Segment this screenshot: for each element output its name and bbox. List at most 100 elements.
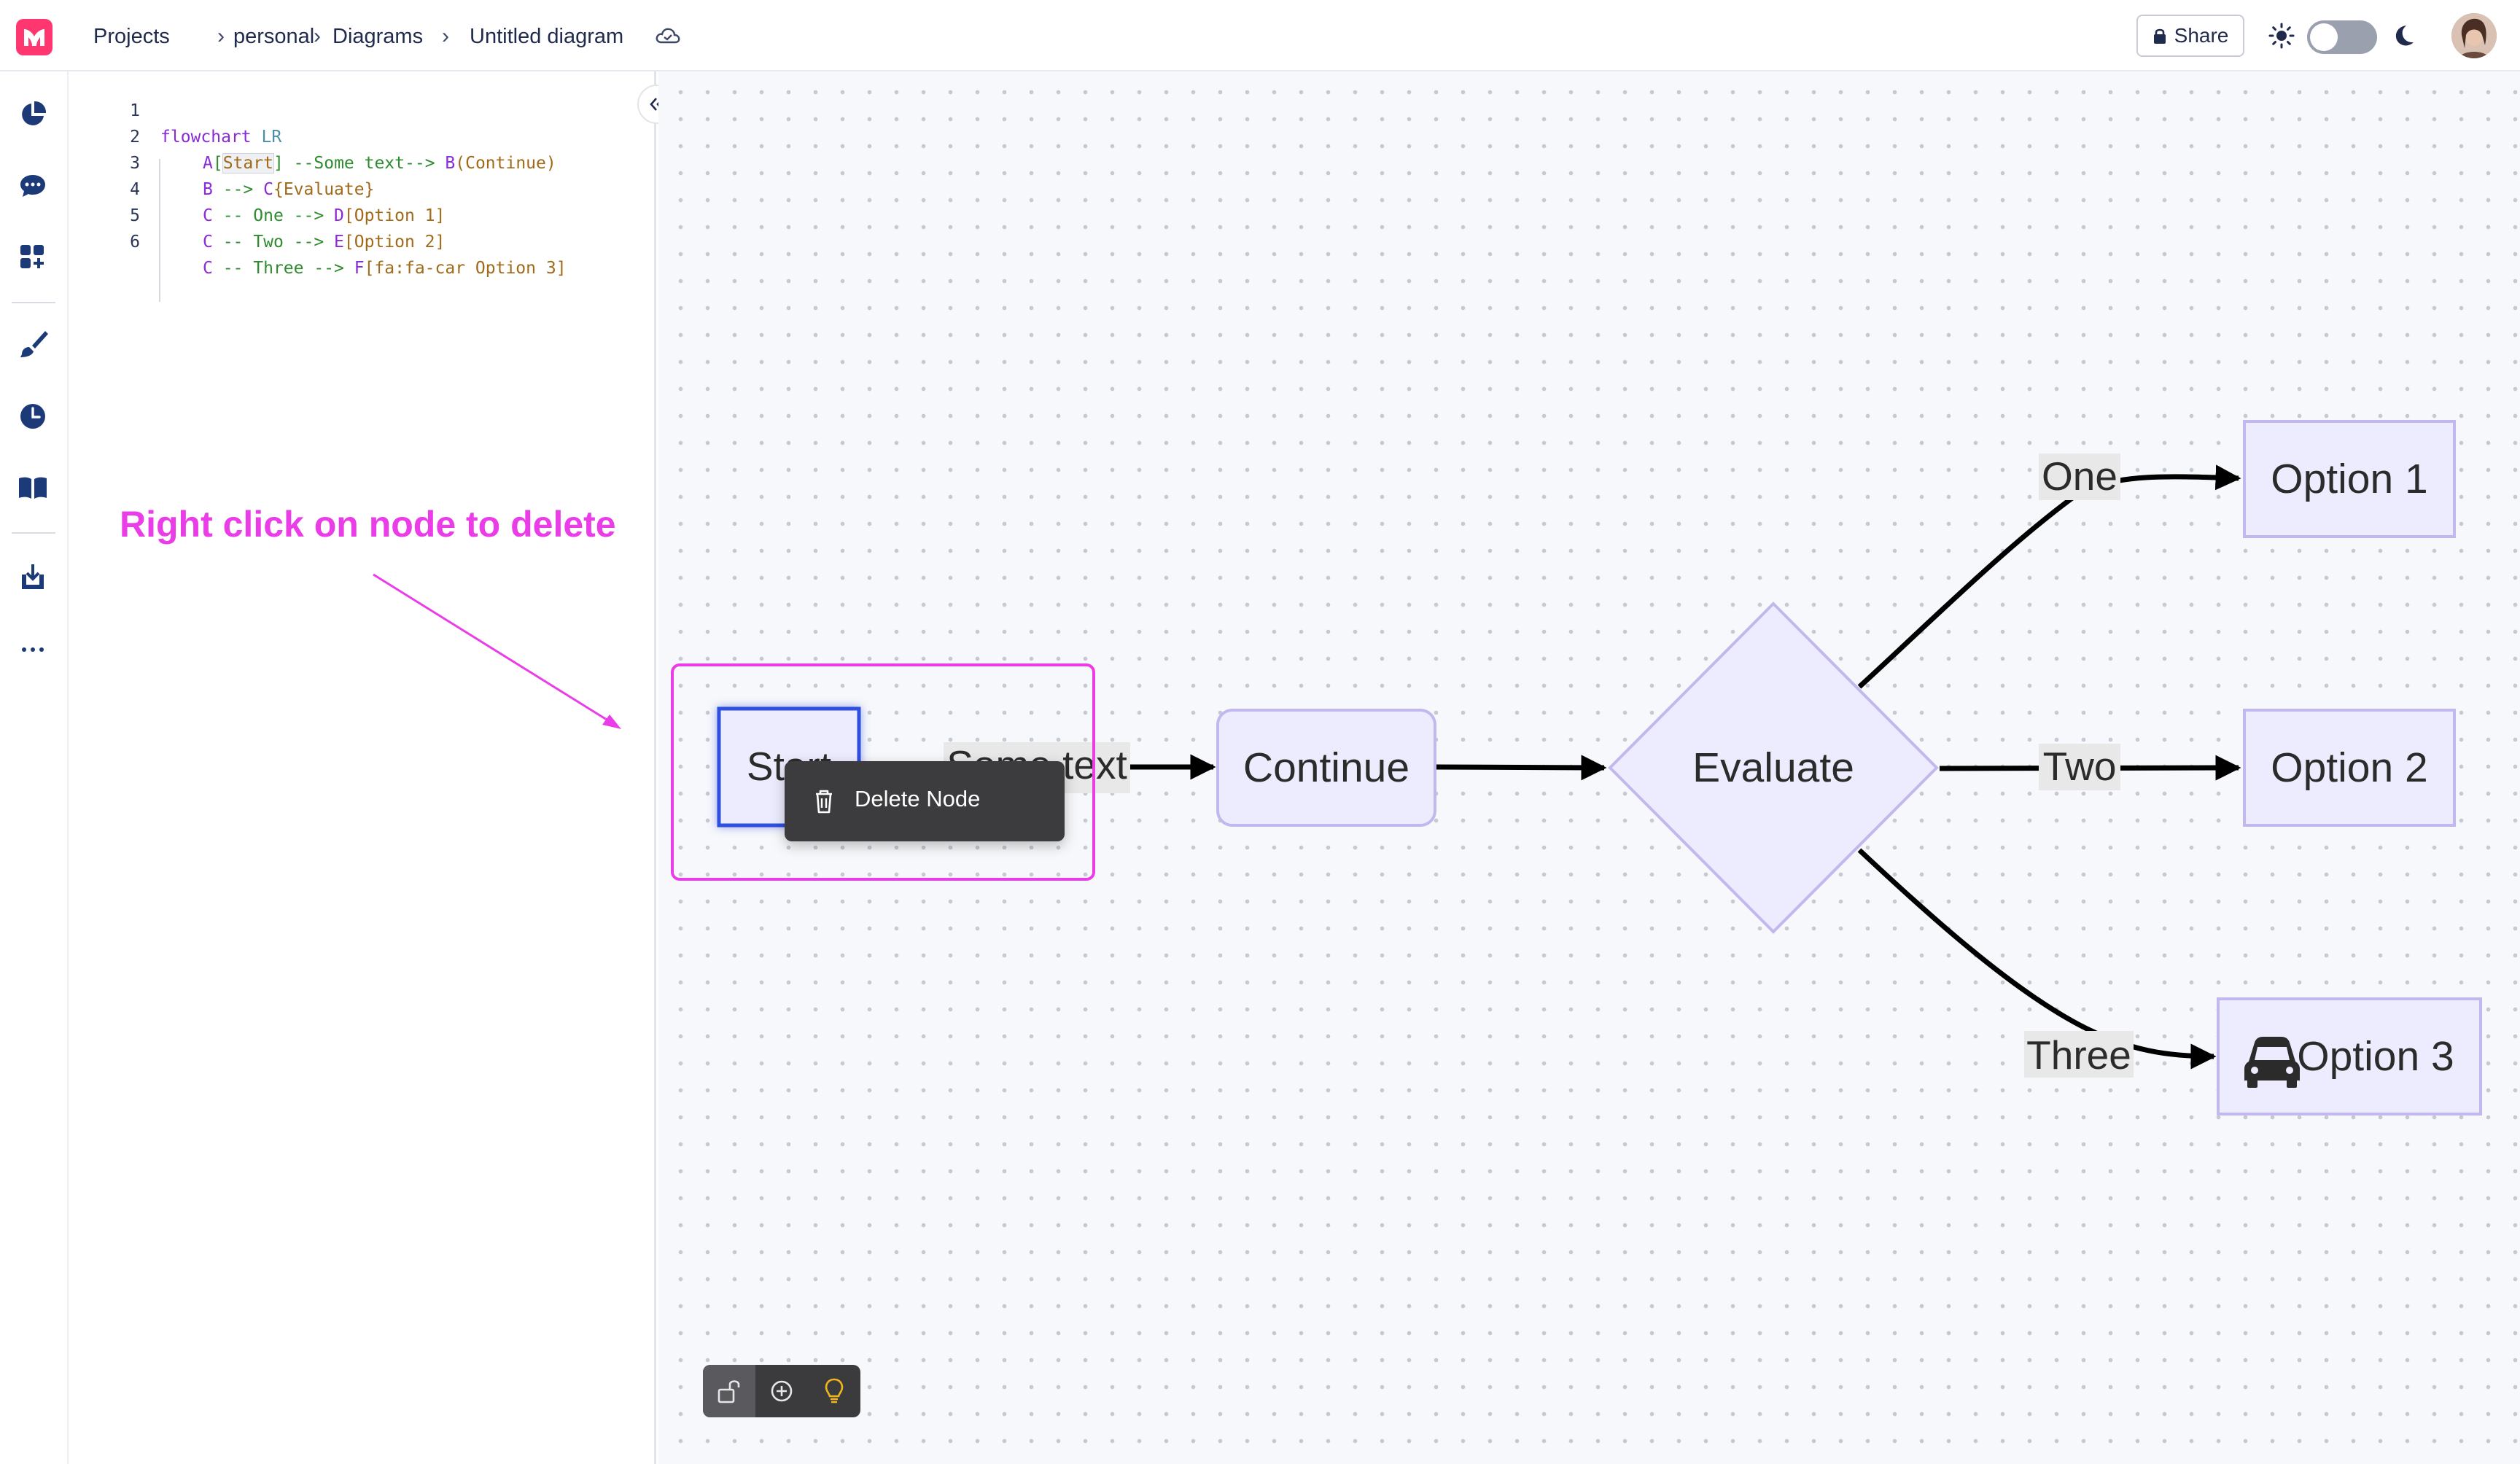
breadcrumb-separator: › <box>442 24 449 48</box>
node-selection-outline <box>671 663 1095 881</box>
mermaid-logo-icon <box>24 29 44 46</box>
code-token: C <box>203 206 213 225</box>
node-label: Evaluate <box>1692 744 1854 791</box>
code-token: F <box>354 259 365 278</box>
delete-node-menu-item[interactable]: Delete Node <box>785 761 1065 841</box>
node-label: Option 2 <box>2271 744 2427 791</box>
code-token: B <box>445 154 456 173</box>
node-option-1[interactable]: Option 1 <box>2243 420 2456 538</box>
share-button[interactable]: Share <box>2136 15 2244 57</box>
delete-node-label: Delete Node <box>855 786 981 811</box>
code-token: -- One --> <box>212 206 335 225</box>
car-icon <box>2244 1037 2300 1088</box>
breadcrumb-separator: › <box>314 24 321 48</box>
sidebar-divider <box>12 532 55 534</box>
code-token: A <box>203 154 213 173</box>
code-token: D <box>334 206 344 225</box>
sun-icon[interactable] <box>2268 22 2295 50</box>
code-line[interactable]: 3 B --> C{Evaluate} <box>69 124 652 199</box>
toggle-knob <box>2310 23 2338 51</box>
annotation-tip: Right click on node to delete <box>120 504 616 545</box>
code-token: E <box>334 233 344 252</box>
code-token: --Some text--> <box>283 154 446 173</box>
theme-toggle[interactable] <box>2307 20 2377 54</box>
user-avatar[interactable] <box>2451 13 2497 58</box>
code-token: B <box>203 180 213 199</box>
line-number: 6 <box>130 233 140 252</box>
node-label: Continue <box>1243 744 1409 791</box>
code-token: {Evaluate} <box>273 180 375 199</box>
history-icon[interactable] <box>16 400 50 433</box>
code-token: [ <box>212 154 223 173</box>
code-token: C <box>263 180 273 199</box>
code-token: -- Three --> <box>212 259 354 278</box>
tips-button[interactable] <box>808 1365 860 1417</box>
add-node-button[interactable] <box>755 1365 808 1417</box>
context-menu: Delete Node <box>785 761 1065 841</box>
download-icon[interactable] <box>16 560 50 593</box>
code-token: [fa:fa-car Option 3] <box>364 259 567 278</box>
code-line[interactable]: 5 C -- Two --> E[Option 2] <box>69 176 652 252</box>
chat-icon[interactable] <box>16 169 50 203</box>
share-label: Share <box>2174 24 2229 47</box>
code-token: ] <box>273 154 284 173</box>
plus-circle-icon <box>771 1380 793 1402</box>
code-token: --> <box>212 180 264 199</box>
breadcrumb-personal[interactable]: personal <box>233 25 315 48</box>
node-option-3[interactable]: Option 3 <box>2217 997 2482 1115</box>
breadcrumb-diagrams[interactable]: Diagrams <box>332 25 424 48</box>
pie-chart-icon[interactable] <box>16 98 50 131</box>
top-bar: Projects › personal › Diagrams › Untitle… <box>0 0 2520 71</box>
code-token: [Option 2] <box>343 233 446 252</box>
edge-label-two: Two <box>2043 744 2117 789</box>
canvas-toolbar <box>703 1365 860 1417</box>
node-option-2[interactable]: Option 2 <box>2243 709 2456 827</box>
node-label: Option 3 <box>2297 1033 2454 1080</box>
code-line[interactable]: 4 C -- One --> D[Option 1] <box>69 150 652 225</box>
node-evaluate[interactable]: Evaluate <box>1608 601 1939 934</box>
add-widgets-icon[interactable] <box>16 241 50 274</box>
edge-evaluate-option1[interactable] <box>1857 464 2241 689</box>
moon-icon[interactable] <box>2389 22 2416 50</box>
code-token-selected: Start <box>222 153 274 174</box>
line-number: 1 <box>130 101 140 120</box>
unlock-button[interactable] <box>703 1365 755 1417</box>
trash-icon <box>816 790 832 814</box>
code-editor[interactable]: 1 flowchart LR 2 A[Start] --Some text-->… <box>69 71 656 1464</box>
edge-label-bg <box>2039 453 2120 500</box>
code-line[interactable]: 2 A[Start] --Some text--> B(Continue) <box>69 98 652 174</box>
avatar-image <box>2451 13 2497 58</box>
diagram-title[interactable]: Untitled diagram <box>470 25 624 48</box>
book-icon[interactable] <box>16 471 50 505</box>
line-number: 5 <box>130 206 140 225</box>
app-logo[interactable] <box>16 19 52 55</box>
brush-icon[interactable] <box>16 327 50 360</box>
code-token: -- Two --> <box>212 233 335 252</box>
edge-label-one: One <box>2042 453 2118 499</box>
line-number: 3 <box>130 154 140 173</box>
annotation-arrow <box>373 573 621 729</box>
unlock-icon <box>718 1380 740 1403</box>
code-token: [Option 1] <box>343 206 446 225</box>
node-continue[interactable]: Continue <box>1216 709 1436 827</box>
breadcrumb-projects[interactable]: Projects <box>93 25 170 48</box>
node-label: Option 1 <box>2271 456 2427 502</box>
more-icon[interactable] <box>16 633 50 666</box>
sidebar <box>0 71 69 1464</box>
code-token: C <box>203 233 213 252</box>
edge-label-bg <box>2024 1031 2134 1078</box>
code-token: C <box>203 259 213 278</box>
code-token: flowchart <box>160 128 252 147</box>
edge-label-three: Three <box>2026 1032 2131 1078</box>
indent-guide <box>159 159 160 302</box>
edge-continue-evaluate[interactable] <box>1434 755 1607 781</box>
cloud-sync-icon[interactable] <box>655 25 681 47</box>
lock-icon <box>2153 28 2166 44</box>
code-line[interactable]: 6 C -- Three --> F[fa:fa-car Option 3] <box>69 203 652 278</box>
breadcrumb-separator: › <box>217 24 225 48</box>
code-token: (Continue) <box>455 154 556 173</box>
code-line[interactable]: 1 flowchart LR <box>69 71 652 147</box>
edge-label-bg <box>2039 744 2120 790</box>
sidebar-divider <box>12 302 55 303</box>
edge-evaluate-option3[interactable] <box>1857 848 2217 1070</box>
